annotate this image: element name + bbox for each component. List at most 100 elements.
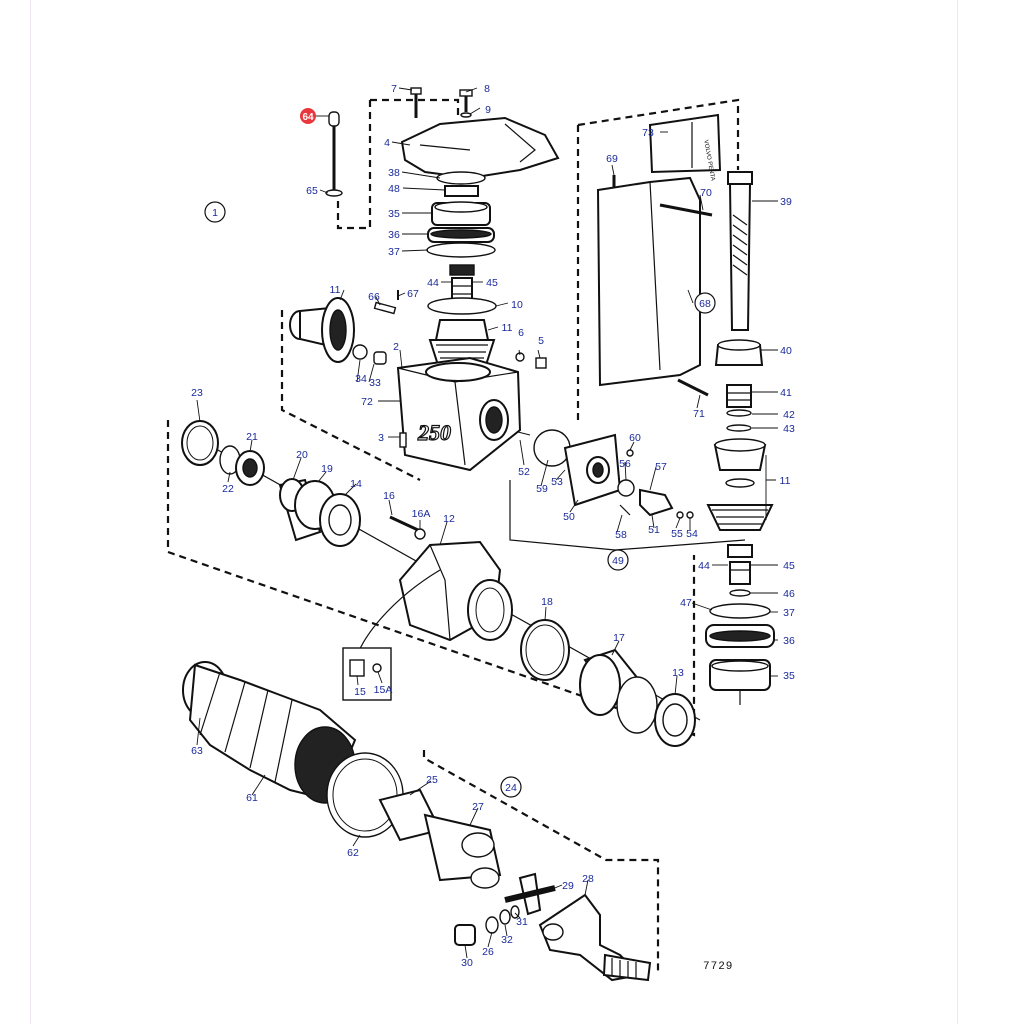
label-11-left: 11 xyxy=(330,284,341,296)
housing-model-marking: 250 xyxy=(417,420,451,445)
nut-48 xyxy=(444,185,479,197)
label-20: 20 xyxy=(296,449,308,461)
terminal-15 xyxy=(349,659,365,677)
dipstick-group-border xyxy=(336,100,372,230)
label-44-low: 44 xyxy=(698,560,710,572)
pin-66 xyxy=(373,301,397,315)
label-39: 39 xyxy=(780,196,792,208)
label-57: 57 xyxy=(655,461,667,473)
universal-joint-assembly xyxy=(378,788,652,982)
label-66: 66 xyxy=(368,291,380,303)
label-23: 23 xyxy=(191,387,203,399)
group-49-bracket xyxy=(509,480,746,551)
label-26: 26 xyxy=(482,946,494,958)
bearing-cap-30 xyxy=(454,924,476,946)
label-49: 49 xyxy=(612,555,624,567)
ring-37-top xyxy=(426,242,496,258)
ring-46 xyxy=(729,589,751,597)
bearing-44-low xyxy=(727,544,753,558)
ring-32 xyxy=(499,909,511,925)
label-2: 2 xyxy=(393,341,399,353)
circlip-26 xyxy=(485,916,499,934)
label-24: 24 xyxy=(505,782,517,794)
group-borders xyxy=(166,98,746,972)
upper-shaft-group-border xyxy=(577,98,740,170)
oring-38 xyxy=(436,171,486,185)
label-25: 25 xyxy=(426,774,438,786)
label-9: 9 xyxy=(485,104,491,116)
page-edge-left xyxy=(30,0,31,1024)
top-cover-assembly xyxy=(325,87,560,258)
label-50: 50 xyxy=(563,511,575,523)
label-72: 72 xyxy=(361,396,373,408)
label-6: 6 xyxy=(518,327,524,339)
cover-73 xyxy=(648,113,722,174)
label-53: 53 xyxy=(551,476,563,488)
callout-circle-49 xyxy=(607,549,629,571)
ring-43 xyxy=(726,424,752,432)
figure-number: 7729 xyxy=(703,961,733,973)
shaft-28-spline xyxy=(602,953,652,982)
label-16: 16 xyxy=(383,490,395,502)
callout-circle-1 xyxy=(204,201,226,223)
side-cover-assembly xyxy=(517,429,694,519)
nut-33 xyxy=(373,351,387,365)
drive-group-border xyxy=(166,420,696,737)
dipstick-washer xyxy=(325,189,343,197)
label-59: 59 xyxy=(536,483,548,495)
label-45-low: 45 xyxy=(783,560,795,572)
bellows-assembly xyxy=(182,661,404,838)
label-41: 41 xyxy=(780,387,792,399)
label-5: 5 xyxy=(538,335,544,347)
cover-ridge xyxy=(504,123,536,163)
label-10: 10 xyxy=(511,299,523,311)
top-cover-group-border xyxy=(370,98,460,118)
cover-detail xyxy=(419,144,471,151)
label-65: 65 xyxy=(306,185,318,197)
label-16a: 16A xyxy=(412,508,431,520)
label-37-top: 37 xyxy=(388,246,400,258)
label-36-low: 36 xyxy=(783,635,795,647)
shaft-39-spline-top xyxy=(727,171,753,185)
label-44-top: 44 xyxy=(427,277,439,289)
label-11-top: 11 xyxy=(502,322,513,334)
label-37-low: 37 xyxy=(783,607,795,619)
label-15a: 15A xyxy=(374,684,393,696)
lever-51 xyxy=(639,488,674,517)
label-1: 1 xyxy=(212,207,218,219)
screw-60 xyxy=(626,449,634,457)
label-47: 47 xyxy=(680,597,692,609)
ujoint-group-border xyxy=(422,750,660,972)
upper-gear-stack xyxy=(427,264,497,366)
label-63: 63 xyxy=(191,745,203,757)
label-36-top: 36 xyxy=(388,229,400,241)
shim-10 xyxy=(427,297,497,315)
label-52: 52 xyxy=(518,466,530,478)
label-45-top: 45 xyxy=(486,277,498,289)
shaft-39 xyxy=(728,183,752,331)
stud-3 xyxy=(399,432,407,448)
label-33: 33 xyxy=(369,377,381,389)
washer-9 xyxy=(460,112,472,118)
label-32: 32 xyxy=(501,934,513,946)
washer-34 xyxy=(352,344,368,360)
label-12: 12 xyxy=(443,513,455,525)
callout-highlight-64 xyxy=(300,108,316,124)
label-8: 8 xyxy=(484,83,490,95)
ring-37-low xyxy=(709,603,771,619)
seal-56 xyxy=(617,479,635,497)
label-38: 38 xyxy=(388,167,400,179)
label-13: 13 xyxy=(672,667,684,679)
bearing-45-low xyxy=(729,561,751,585)
label-28: 28 xyxy=(582,873,594,885)
screw-70 xyxy=(659,203,713,217)
label-7: 7 xyxy=(391,83,397,95)
label-55: 55 xyxy=(671,528,683,540)
screw-54 xyxy=(686,511,694,519)
gear-11-top-hub xyxy=(434,319,490,341)
leader-lines xyxy=(196,87,778,959)
label-40: 40 xyxy=(780,345,792,357)
label-17: 17 xyxy=(613,632,625,644)
input-gear-assembly xyxy=(289,297,387,365)
screw-15a xyxy=(372,663,382,673)
